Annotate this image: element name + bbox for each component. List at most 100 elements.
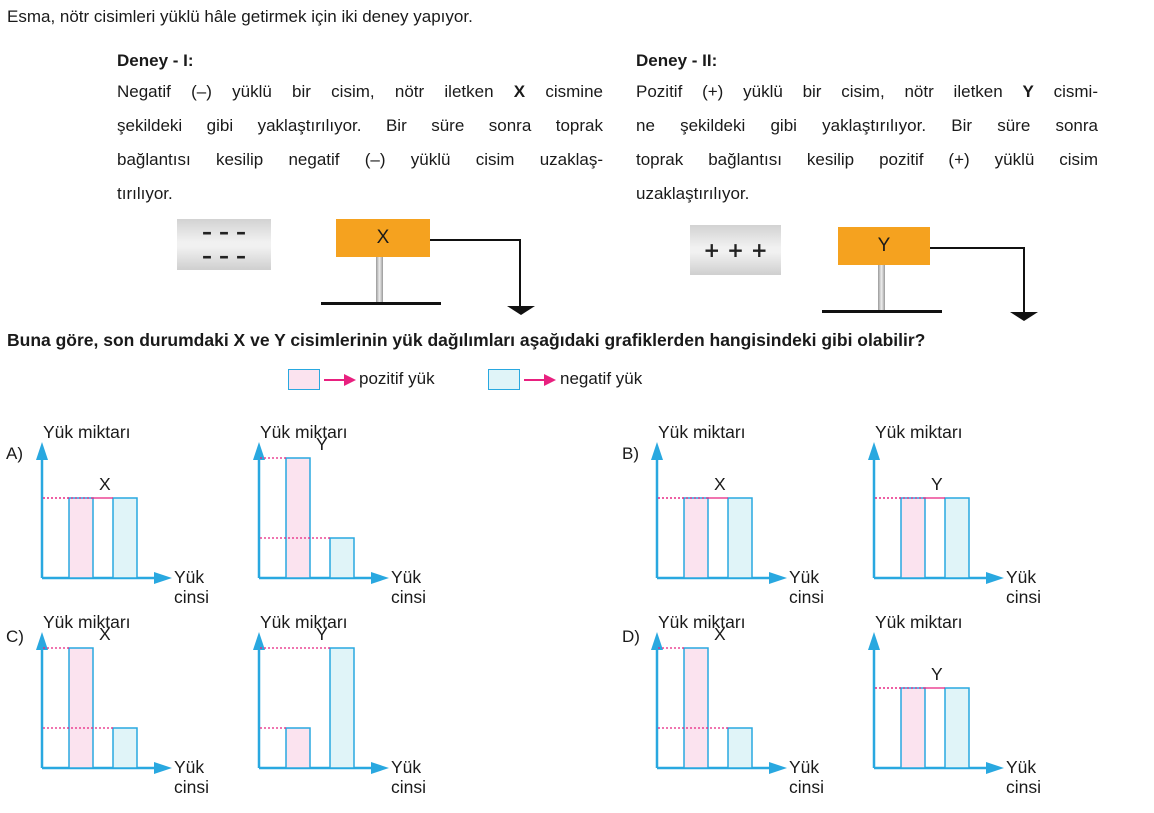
x-axis-label-2: cinsi: [174, 777, 210, 797]
bar-positive: [683, 497, 709, 579]
x-axis-label-2: cinsi: [789, 587, 825, 607]
option-letter: B): [622, 444, 639, 463]
y-axis-label: Yük miktarı: [260, 612, 348, 632]
charge-row-2: – – –: [202, 244, 246, 268]
legend-positive-label: pozitif yük: [359, 369, 435, 388]
exp1-line-1-c: cismine: [525, 82, 603, 101]
bar-positive: [285, 457, 311, 579]
x-axis-label-1: Yük: [174, 567, 205, 587]
chart-object-label: X: [99, 474, 111, 494]
experiment-1-body: Negatif (–) yüklü bir cisim, nötr iletke…: [117, 75, 603, 211]
bar-positive: [68, 497, 94, 579]
exp2-line-1-bold: Y: [1022, 82, 1034, 101]
chart-object-label: X: [714, 624, 726, 644]
exp1-line-1: Negatif (–) yüklü bir cisim, nötr iletke…: [117, 75, 603, 109]
exp1-line-1-a: Negatif (–) yüklü bir cisim, nötr iletke…: [117, 82, 514, 101]
exp1-line-1-bold: X: [513, 82, 526, 101]
bar-negative: [727, 497, 753, 579]
x-axis-label-2: cinsi: [789, 777, 825, 797]
y-axis-arrow-icon: [36, 632, 48, 650]
intro-text: Esma, nötr cisimleri yüklü hâle getirmek…: [7, 7, 473, 26]
y-axis-label: Yük miktarı: [658, 612, 746, 632]
chart-object-label: Y: [316, 624, 328, 644]
bar-negative: [112, 497, 138, 579]
bar-negative: [329, 537, 355, 579]
ground-wire-x-v: [519, 239, 521, 307]
experiment-1: Deney - I: Negatif (–) yüklü bir cisim, …: [117, 51, 603, 211]
bar-negative: [112, 727, 138, 769]
ground-wire-y-h: [930, 247, 1025, 249]
bar-positive: [285, 727, 311, 769]
x-axis-arrow-icon: [986, 572, 1004, 584]
legend-negative-swatch: [488, 369, 520, 390]
ground-symbol-y: [1010, 312, 1038, 321]
experiment-2-title: Deney - II:: [636, 51, 718, 70]
x-axis-label-1: Yük: [1006, 567, 1037, 587]
conductor-x: X: [336, 219, 430, 257]
exp2-line-2: ne şekildeki gibi yaklaştırılıyor. Bir s…: [636, 116, 1098, 135]
y-axis-arrow-icon: [651, 442, 663, 460]
x-axis-arrow-icon: [769, 572, 787, 584]
bar-positive: [68, 647, 94, 769]
y-axis-label: Yük miktarı: [875, 422, 963, 442]
y-axis-label: Yük miktarı: [43, 422, 131, 442]
exp1-line-4: tırılıyor.: [117, 184, 173, 203]
bar-negative: [944, 497, 970, 579]
x-axis-arrow-icon: [371, 762, 389, 774]
legend-negative-label: negatif yük: [560, 369, 643, 388]
option-letter: D): [622, 627, 640, 646]
x-axis-label-1: Yük: [1006, 757, 1037, 777]
chart-object-label: Y: [931, 664, 943, 684]
x-axis-label-1: Yük: [789, 567, 820, 587]
y-axis-label: Yük miktarı: [43, 612, 131, 632]
conductor-x-label: X: [376, 227, 390, 248]
bar-negative: [727, 727, 753, 769]
x-axis-label-1: Yük: [391, 567, 422, 587]
ground-wire-x-h: [430, 239, 521, 241]
stand-x: [376, 257, 383, 304]
chart-object-label: Y: [931, 474, 943, 494]
conductor-y-label: Y: [877, 235, 891, 256]
chart-object-label: Y: [316, 434, 328, 454]
y-axis-arrow-icon: [868, 632, 880, 650]
exp2-line-1-a: Pozitif (+) yüklü bir cisim, nötr iletke…: [636, 82, 1023, 101]
experiment-2: Deney - II: Pozitif (+) yüklü bir cisim,…: [636, 51, 1098, 211]
y-axis-arrow-icon: [36, 442, 48, 460]
negative-charged-rod: – – – – – –: [177, 219, 271, 270]
x-axis-label-2: cinsi: [1006, 777, 1042, 797]
positive-charged-rod: + + +: [690, 225, 781, 275]
y-axis-label: Yük miktarı: [260, 422, 348, 442]
bar-negative: [329, 647, 355, 769]
x-axis-arrow-icon: [769, 762, 787, 774]
bar-positive: [683, 647, 709, 769]
y-axis-arrow-icon: [868, 442, 880, 460]
x-axis-label-1: Yük: [391, 757, 422, 777]
exp2-line-1: Pozitif (+) yüklü bir cisim, nötr iletke…: [636, 75, 1098, 109]
legend-positive-swatch: [288, 369, 320, 390]
base-y: [822, 310, 942, 313]
experiment-2-body: Pozitif (+) yüklü bir cisim, nötr iletke…: [636, 75, 1098, 211]
exp2-line-1-c: cismi-: [1033, 82, 1098, 101]
charge-row-1: – – –: [202, 220, 246, 244]
y-axis-arrow-icon: [253, 442, 265, 460]
conductor-y: Y: [838, 227, 930, 265]
y-axis-arrow-icon: [651, 632, 663, 650]
x-axis-arrow-icon: [154, 572, 172, 584]
ground-symbol-x: [507, 306, 535, 315]
x-axis-label-1: Yük: [789, 757, 820, 777]
option-letter: C): [6, 627, 24, 646]
bar-positive: [900, 497, 926, 579]
y-axis-label: Yük miktarı: [658, 422, 746, 442]
option-letter: A): [6, 444, 23, 463]
x-axis-label-2: cinsi: [1006, 587, 1042, 607]
x-axis-label-2: cinsi: [174, 587, 210, 607]
exp2-line-3: toprak bağlantısı kesilip pozitif (+) yü…: [636, 150, 1098, 169]
x-axis-label-2: cinsi: [391, 777, 427, 797]
exp2-line-4: uzaklaştırılıyor.: [636, 184, 750, 203]
question-text: Buna göre, son durumdaki X ve Y cisimler…: [7, 330, 926, 350]
x-axis-arrow-icon: [986, 762, 1004, 774]
base-x: [321, 302, 441, 305]
exp1-line-2: şekildeki gibi yaklaştırılıyor. Bir süre…: [117, 116, 603, 135]
stand-y: [878, 265, 885, 311]
y-axis-arrow-icon: [253, 632, 265, 650]
